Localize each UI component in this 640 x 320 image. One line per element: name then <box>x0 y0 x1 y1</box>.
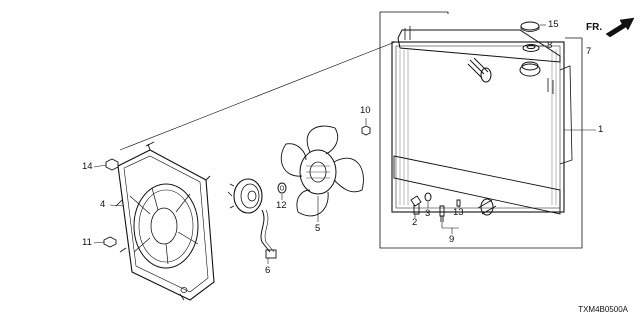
bolt-11 <box>103 236 117 248</box>
fan-motor <box>227 178 277 259</box>
callout-4: 4 <box>100 199 106 210</box>
callout-11: 11 <box>82 237 92 248</box>
assembly-bracket <box>379 11 583 249</box>
callout-14: 14 <box>82 161 93 172</box>
radiator <box>391 26 573 216</box>
leader-lines <box>93 24 596 264</box>
callout-7: 7 <box>586 46 592 57</box>
sensor-part <box>439 199 461 222</box>
fan-shroud <box>115 141 215 301</box>
callout-2: 2 <box>412 217 418 228</box>
cap-gasket <box>522 44 540 52</box>
nut-10 <box>361 125 371 136</box>
direction-label: FR. <box>586 22 603 33</box>
drain-plug <box>410 195 422 215</box>
callout-15: 15 <box>548 19 559 30</box>
forward-arrow-icon <box>605 17 635 38</box>
callout-6: 6 <box>265 265 271 276</box>
leader-line-shroud <box>119 41 396 151</box>
callout-9: 9 <box>449 234 455 245</box>
radiator-cap <box>520 21 540 32</box>
callout-5: 5 <box>315 223 321 234</box>
callout-3: 3 <box>425 208 431 219</box>
callout-12: 12 <box>276 200 287 211</box>
callout-1: 1 <box>598 124 604 135</box>
nut-12 <box>277 182 287 194</box>
callout-13: 13 <box>453 207 464 218</box>
callout-8: 8 <box>547 40 553 51</box>
callout-10: 10 <box>360 105 371 116</box>
drawing-code: TXM4B0500A <box>578 305 628 314</box>
bolt-14 <box>105 158 119 171</box>
fan-blade <box>280 125 364 217</box>
o-ring <box>424 192 432 202</box>
